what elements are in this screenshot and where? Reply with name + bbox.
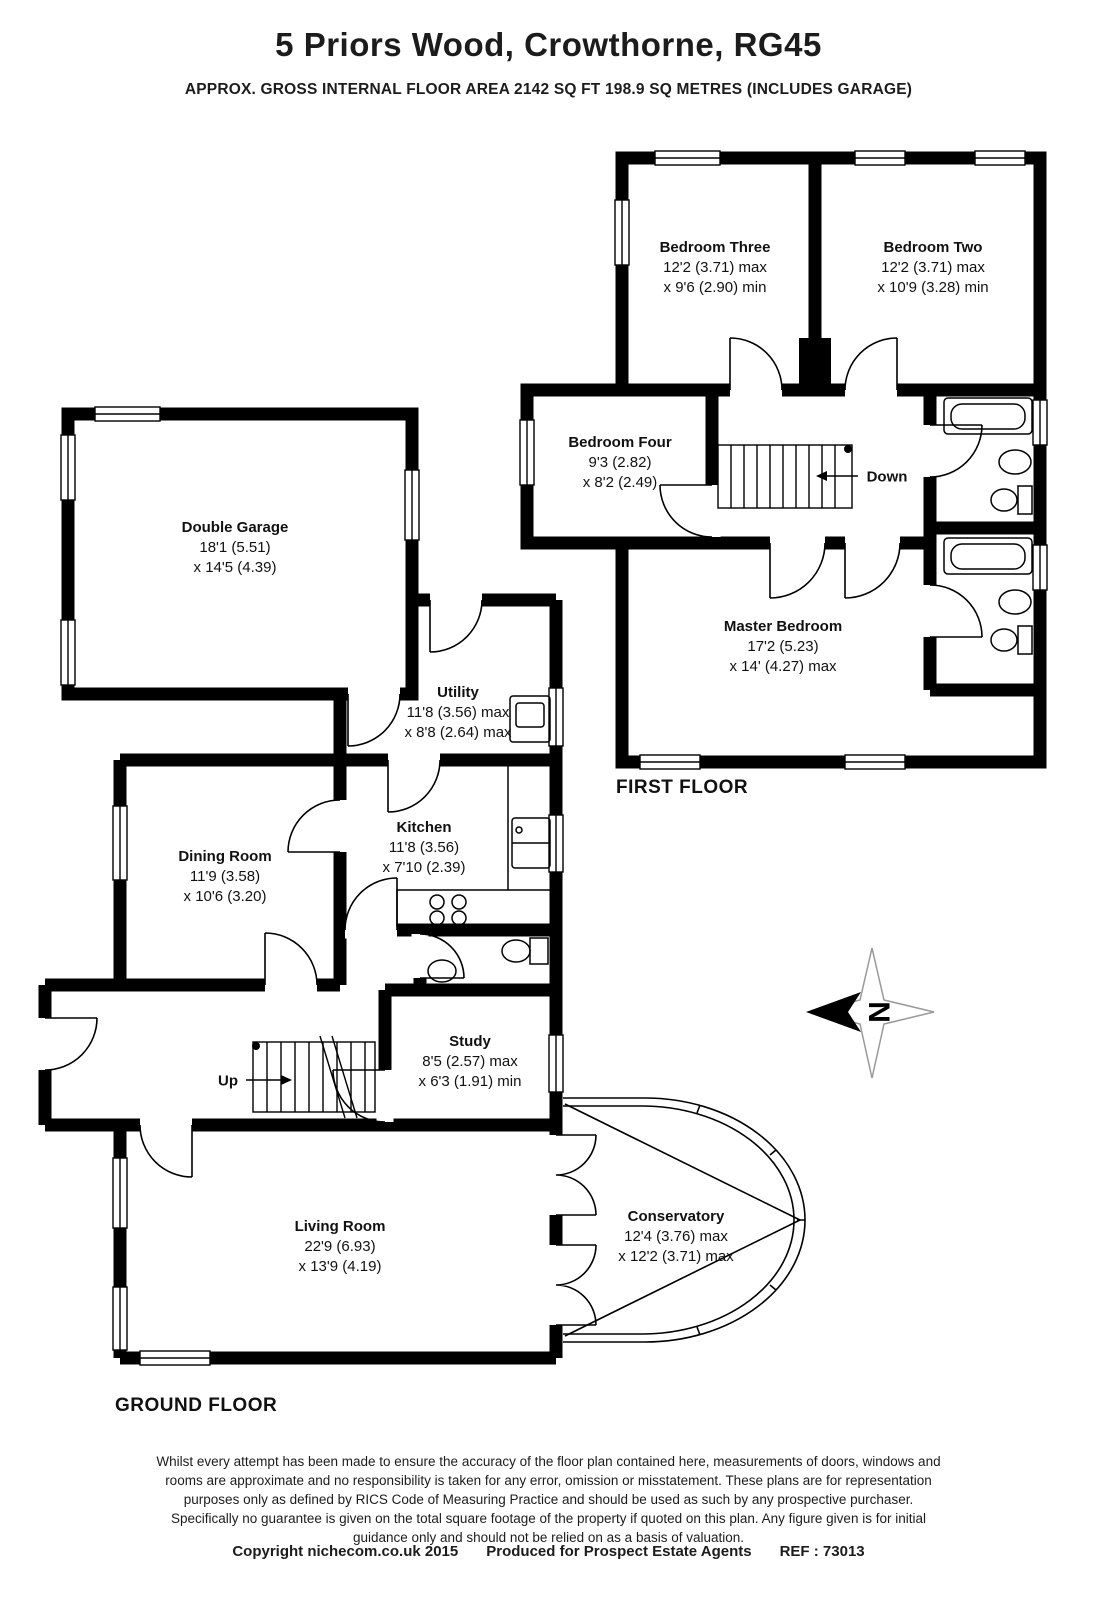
- room-dimension: x 8'2 (2.49): [582, 474, 658, 491]
- room-name: Dining Room: [178, 848, 272, 865]
- conservatory-glazing: [563, 1097, 806, 1343]
- room-dimension: x 9'6 (2.90) min: [663, 279, 767, 296]
- north-arrow-icon: [806, 992, 861, 1032]
- room-name: Double Garage: [181, 519, 289, 536]
- room-name: Bedroom Four: [568, 434, 672, 451]
- compass-north-label: N: [864, 1001, 897, 1023]
- room-dimension: x 8'8 (2.64) max: [404, 724, 512, 741]
- room-name: Bedroom Three: [659, 239, 771, 256]
- room-name: Master Bedroom: [723, 618, 843, 635]
- room-label-bedroom-two: Bedroom Two 12'2 (3.71) max x 10'9 (3.28…: [877, 238, 988, 298]
- room-dimension: 12'2 (3.71) max: [663, 259, 767, 276]
- down-arrow-icon: [816, 471, 858, 481]
- page-subtitle: APPROX. GROSS INTERNAL FLOOR AREA 2142 S…: [184, 81, 913, 98]
- door-swings-first: [659, 337, 983, 638]
- room-dimension: x 14'5 (4.39): [193, 559, 277, 576]
- room-label-living-room: Living Room 22'9 (6.93) x 13'9 (4.19): [295, 1217, 386, 1277]
- room-label-master-bedroom: Master Bedroom 17'2 (5.23) x 14' (4.27) …: [724, 617, 842, 677]
- disclaimer-line: guidance only and should not be relied o…: [352, 1530, 745, 1545]
- room-label-kitchen: Kitchen 11'8 (3.56) x 7'10 (2.39): [383, 818, 466, 878]
- room-label-double-garage: Double Garage 18'1 (5.51) x 14'5 (4.39): [182, 518, 289, 578]
- room-label-bedroom-four: Bedroom Four 9'3 (2.82) x 8'2 (2.49): [568, 433, 671, 493]
- disclaimer: Whilst every attempt has been made to en…: [0, 1452, 1097, 1547]
- bathroom-fixtures: [943, 397, 1033, 655]
- room-dimension: x 12'2 (3.71) max: [618, 1248, 734, 1265]
- wc-fixtures: [427, 937, 549, 983]
- room-dimension: 8'5 (2.57) max: [422, 1053, 518, 1070]
- room-name: Study: [449, 1033, 491, 1050]
- room-name: Living Room: [294, 1218, 386, 1235]
- room-dimension: 12'4 (3.76) max: [624, 1228, 728, 1245]
- first-floor-plan: [519, 150, 1048, 770]
- room-label-study: Study 8'5 (2.57) max x 6'3 (1.91) min: [419, 1032, 522, 1092]
- disclaimer-line: Specifically no guarantee is given on th…: [171, 1511, 926, 1526]
- room-dimension: x 14' (4.27) max: [729, 658, 837, 675]
- door-openings-first: [703, 381, 939, 637]
- room-dimension: 9'3 (2.82): [588, 454, 652, 471]
- header: 5 Priors Wood, Crowthorne, RG45 APPROX. …: [0, 26, 1097, 99]
- first-floor-label: FIRST FLOOR: [616, 777, 749, 798]
- stairs-up-label: Up: [218, 1072, 238, 1090]
- disclaimer-line: Whilst every attempt has been made to en…: [156, 1454, 941, 1469]
- compass: N: [806, 947, 935, 1079]
- room-dimension: 11'8 (3.56): [388, 839, 460, 856]
- room-dimension: 22'9 (6.93): [304, 1238, 376, 1255]
- room-dimension: x 13'9 (4.19): [298, 1258, 382, 1275]
- ground-floor-plan: [36, 406, 806, 1366]
- room-dimension: 11'9 (3.58): [189, 868, 261, 885]
- room-label-utility: Utility 11'8 (3.56) max x 8'8 (2.64) max: [404, 683, 511, 743]
- room-name: Conservatory: [627, 1208, 725, 1225]
- page-title: 5 Priors Wood, Crowthorne, RG45: [275, 26, 822, 63]
- stairs-up: [252, 1035, 376, 1119]
- room-dimension: x 10'9 (3.28) min: [877, 279, 989, 296]
- room-dimension: x 6'3 (1.91) min: [418, 1073, 522, 1090]
- copyright-owner: Copyright nichecom.co.uk 2015: [232, 1543, 459, 1560]
- stairs-down-label: Down: [866, 468, 908, 486]
- disclaimer-line: rooms are approximate and no responsibil…: [165, 1473, 932, 1488]
- room-dimension: x 10'6 (3.20): [183, 888, 267, 905]
- room-dimension: x 7'10 (2.39): [382, 859, 466, 876]
- utility-sink: [509, 695, 551, 743]
- kitchen-fixtures: [396, 766, 551, 927]
- copyright-producer: Produced for Prospect Estate Agents: [486, 1543, 752, 1560]
- room-label-bedroom-three: Bedroom Three 12'2 (3.71) max x 9'6 (2.9…: [660, 238, 771, 298]
- room-name: Bedroom Two: [883, 239, 983, 256]
- copyright-ref: REF : 73013: [779, 1543, 865, 1560]
- disclaimer-line: purposes only as defined by RICS Code of…: [183, 1492, 914, 1507]
- copyright-line: Copyright nichecom.co.uk 2015 Produced fo…: [0, 1543, 1097, 1560]
- room-dimension: 18'1 (5.51): [199, 539, 271, 556]
- room-label-dining-room: Dining Room 11'9 (3.58) x 10'6 (3.20): [178, 847, 271, 907]
- up-arrow-icon: [246, 1075, 292, 1085]
- room-name: Utility: [437, 684, 479, 701]
- room-name: Kitchen: [396, 819, 452, 836]
- ground-floor-label: GROUND FLOOR: [115, 1395, 278, 1416]
- room-dimension: 11'8 (3.56) max: [406, 704, 510, 721]
- room-label-conservatory: Conservatory 12'4 (3.76) max x 12'2 (3.7…: [618, 1207, 733, 1267]
- chimney-block: [799, 338, 831, 393]
- room-dimension: 12'2 (3.71) max: [881, 259, 985, 276]
- room-dimension: 17'2 (5.23): [747, 638, 819, 655]
